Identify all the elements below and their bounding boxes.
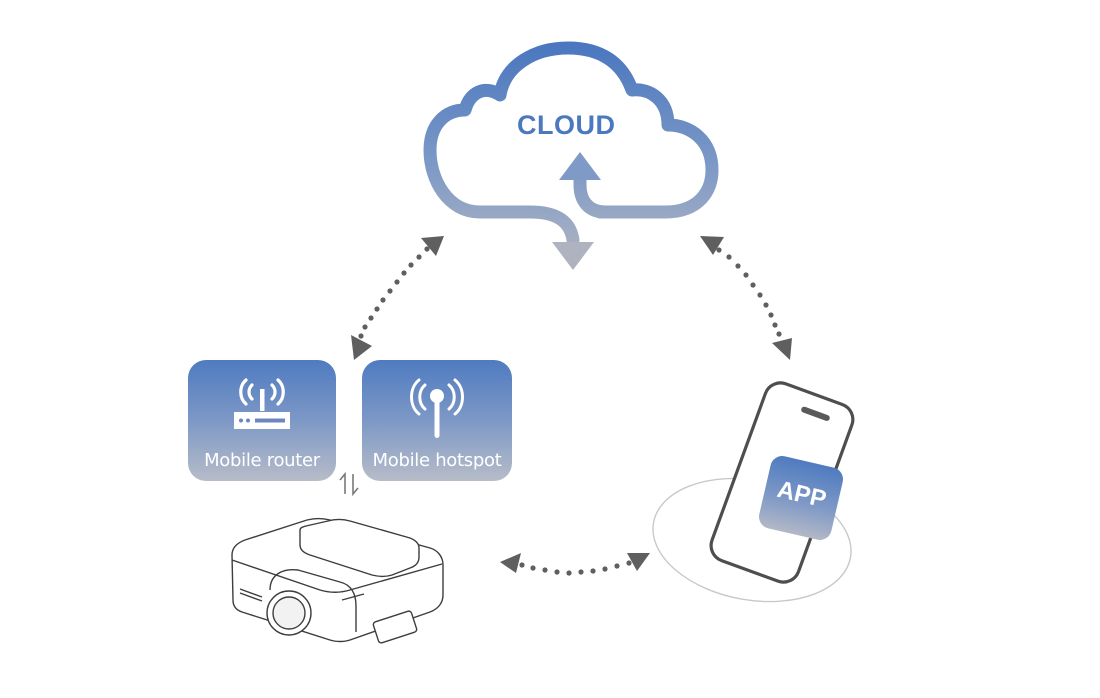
- cloud-label: CLOUD: [517, 110, 616, 140]
- cloud-upload-arrow-icon: [559, 152, 601, 180]
- app-label: APP: [774, 475, 829, 514]
- arrowhead-icon: [351, 335, 372, 360]
- mobile-router-label: Mobile router: [204, 450, 320, 471]
- dashcam-device-icon: [231, 517, 444, 644]
- arrowhead-icon: [772, 338, 792, 360]
- mobile-router-tile[interactable]: Mobile router: [188, 360, 336, 481]
- arrowhead-icon: [500, 553, 521, 573]
- connector-cloud-router: [351, 236, 444, 360]
- mobile-hotspot-tile[interactable]: Mobile hotspot: [362, 360, 512, 481]
- connector-cloud-app: [700, 236, 792, 360]
- wifi-router-icon: [234, 378, 290, 429]
- cloud-icon: [423, 41, 719, 270]
- connector-dashcam-app: [500, 553, 650, 576]
- arrowhead-icon: [627, 553, 650, 571]
- antenna-hotspot-icon: [410, 378, 464, 438]
- arrowhead-icon: [700, 236, 724, 255]
- mobile-hotspot-label: Mobile hotspot: [372, 450, 502, 471]
- cloud-download-arrow-icon: [552, 242, 594, 270]
- swap-arrows-icon: [339, 471, 359, 497]
- arrowhead-icon: [421, 236, 444, 256]
